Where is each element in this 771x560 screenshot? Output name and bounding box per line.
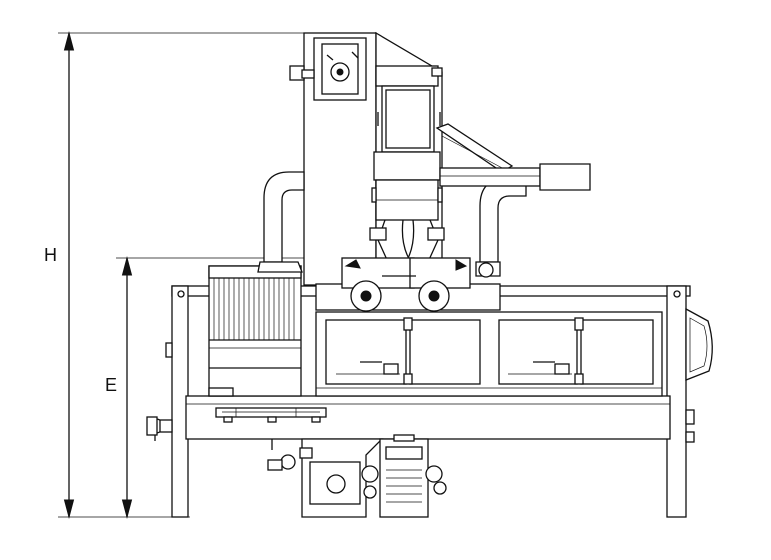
dimension-e-label: E bbox=[105, 375, 117, 395]
separator-unit bbox=[371, 65, 514, 221]
lower-hopper bbox=[267, 434, 447, 518]
roller-slats bbox=[213, 278, 295, 340]
conveyor-table bbox=[215, 407, 327, 423]
blast-cabinet bbox=[315, 311, 663, 397]
roller-section bbox=[208, 265, 302, 397]
dimension-h: H bbox=[44, 31, 310, 519]
ducting bbox=[257, 163, 591, 278]
dimension-e: E bbox=[105, 256, 345, 519]
dimension-h-label: H bbox=[44, 245, 57, 265]
turbines bbox=[315, 219, 501, 312]
